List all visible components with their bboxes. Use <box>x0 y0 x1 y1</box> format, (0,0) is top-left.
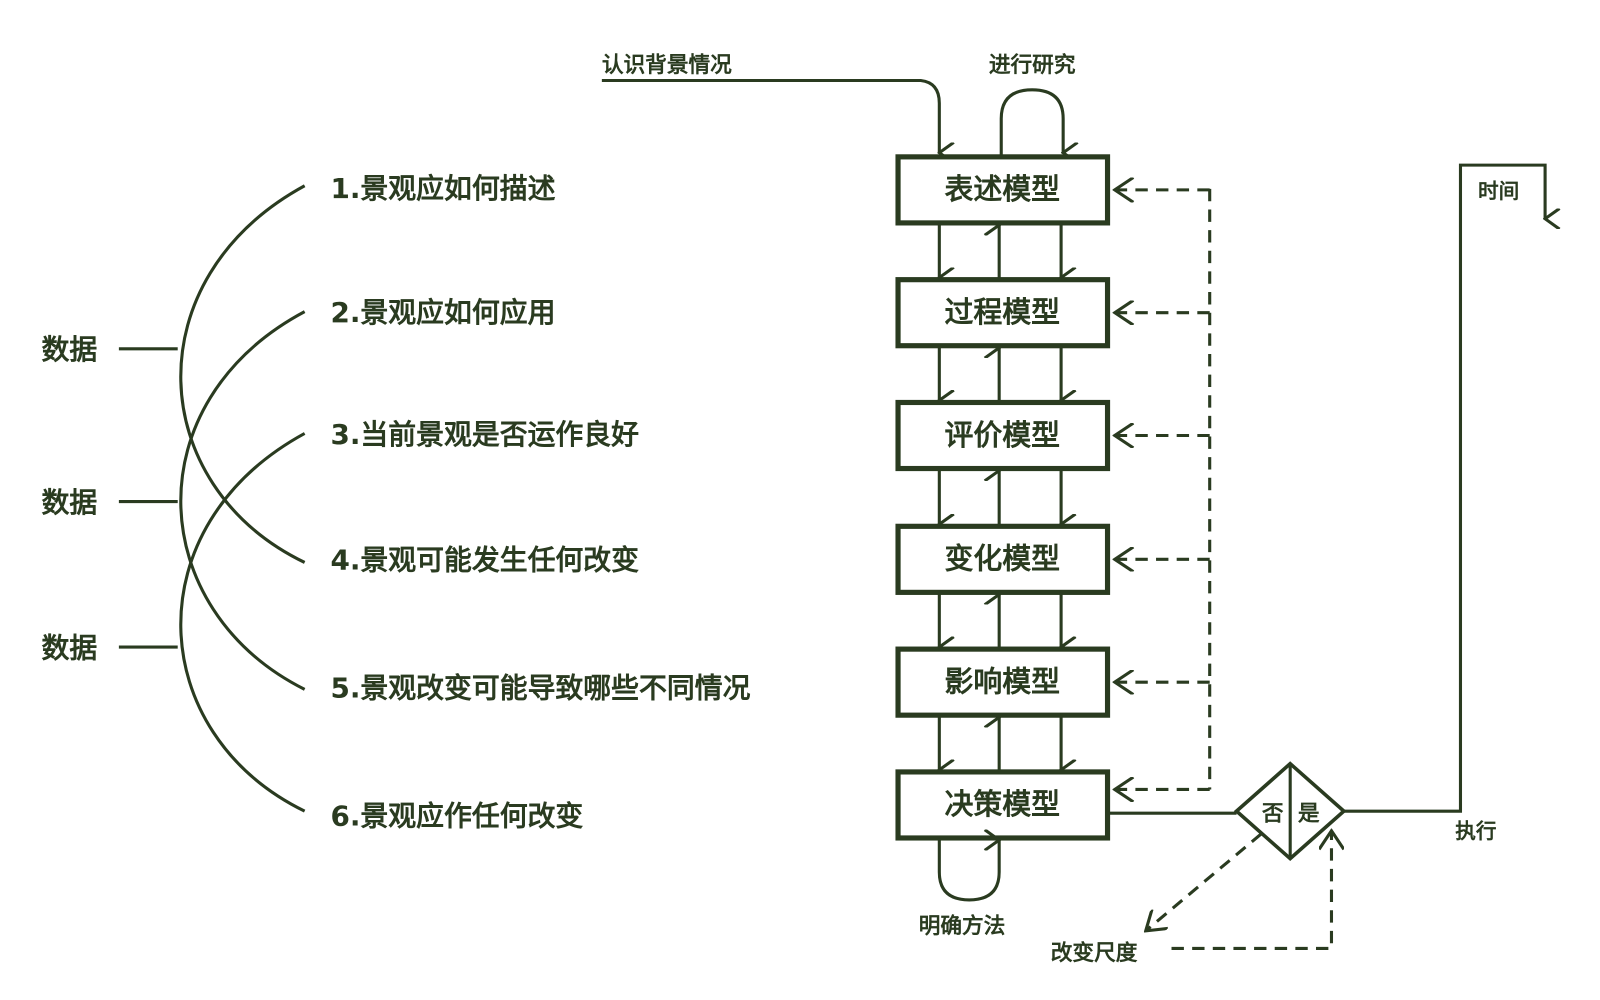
model-box: 决策模型 <box>895 769 1111 841</box>
question-item: 1.景观应如何描述 <box>330 172 555 205</box>
model-label: 变化模型 <box>945 542 1061 576</box>
model-box: 变化模型 <box>895 523 1111 595</box>
model-box: 影响模型 <box>895 646 1111 718</box>
decision-yes: 是 <box>1298 801 1320 826</box>
change-scale-return <box>1171 831 1332 950</box>
question-item: 5.景观改变可能导致哪些不同情况 <box>330 672 750 705</box>
change-scale-label: 改变尺度 <box>1051 940 1138 966</box>
model-box: 评价模型 <box>895 399 1111 472</box>
method-label: 明确方法 <box>919 913 1006 939</box>
model-connectors <box>939 223 1061 772</box>
model-box: 过程模型 <box>895 277 1111 349</box>
data-label: 数据 <box>41 631 97 664</box>
decision-no: 否 <box>1261 801 1284 826</box>
question-item: 4.景观可能发生任何改变 <box>330 544 639 577</box>
method-loop <box>937 840 999 902</box>
question-item: 6.景观应作任何改变 <box>330 800 583 833</box>
data-label: 数据 <box>41 333 97 366</box>
change-scale-arrow <box>1146 832 1263 931</box>
link-curve-3-6 <box>179 432 306 813</box>
data-label: 数据 <box>41 486 97 519</box>
model-box: 表述模型 <box>895 154 1111 226</box>
question-item: 2.景观应如何应用 <box>330 296 555 329</box>
execute-line <box>1343 163 1545 813</box>
feedback-arrows <box>1115 190 1210 790</box>
context-arrow <box>601 78 939 152</box>
decision-diamond: 否 是 <box>1233 761 1347 862</box>
model-label: 评价模型 <box>945 418 1061 452</box>
context-label: 认识背景情况 <box>602 52 732 78</box>
research-loop <box>999 88 1063 155</box>
model-label: 过程模型 <box>945 295 1061 329</box>
question-item: 3.当前景观是否运作良好 <box>330 418 639 451</box>
research-label: 进行研究 <box>989 52 1076 78</box>
time-label: 时间 <box>1478 179 1519 203</box>
model-label: 表述模型 <box>945 172 1061 206</box>
model-label: 决策模型 <box>945 787 1061 821</box>
link-curve-1-4 <box>179 184 306 564</box>
model-label: 影响模型 <box>945 664 1061 698</box>
execute-label: 执行 <box>1455 819 1497 843</box>
link-curve-2-5 <box>179 310 306 691</box>
